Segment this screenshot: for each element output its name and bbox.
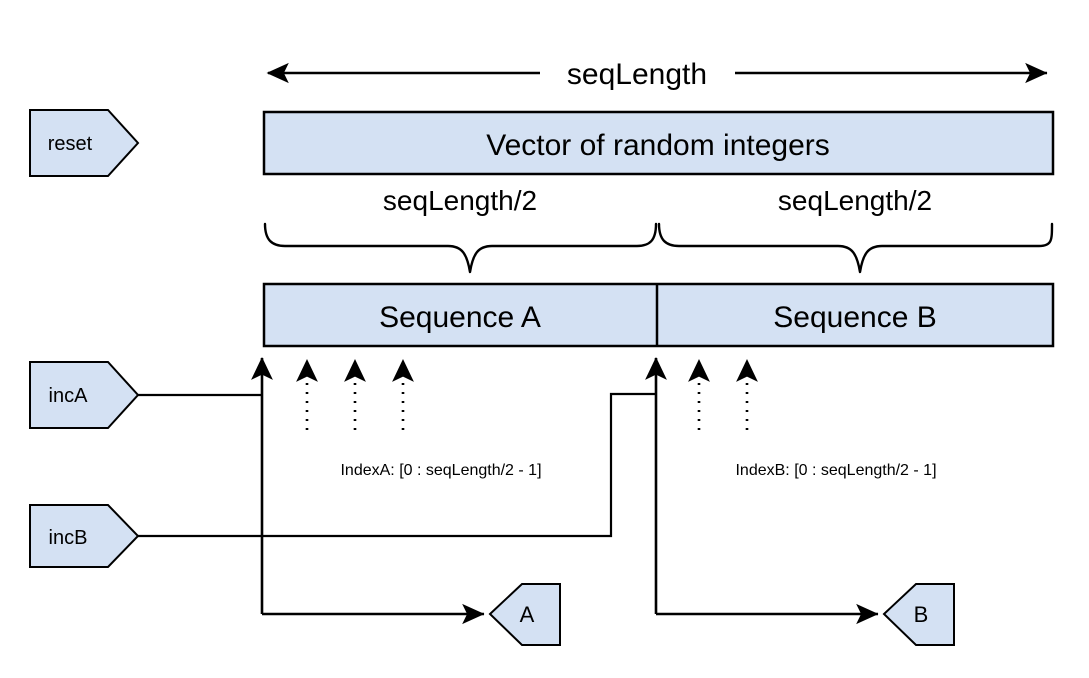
indexb-range-label: IndexB: [0 : seqLength/2 - 1] [735,462,936,479]
seqlength-label: seqLength [567,58,707,91]
port-output-a-shape[interactable] [488,583,561,646]
vector-bar [262,110,1055,176]
incb-connector-line [138,392,656,538]
port-reset-shape[interactable] [29,109,140,177]
indexa-range-label: IndexA: [0 : seqLength/2 - 1] [340,462,541,479]
port-incb-label: incB [49,527,88,549]
indexa-tick-group [296,358,414,430]
port-incb-shape[interactable] [29,504,140,568]
port-output-b-label: B [914,602,929,627]
sequence-b-label: Sequence B [773,301,936,334]
sequence-bars-container [262,282,1055,348]
sequence-a-label: Sequence A [379,301,541,334]
port-reset-label: reset [48,133,93,155]
port-inca-label: incA [49,385,89,407]
port-inca-shape[interactable] [29,361,140,429]
indexb-tick-group [688,358,758,430]
port-incb[interactable]: incB [29,504,140,568]
port-inca[interactable]: incA [29,361,140,429]
brace-right [657,222,1054,274]
seqlength-half-right-label: seqLength/2 [778,185,932,216]
port-output-a[interactable]: A [488,583,561,646]
port-reset[interactable]: reset [29,109,140,177]
port-output-a-label: A [520,602,535,627]
port-output-b[interactable]: B [882,583,955,646]
vector-bar-label: Vector of random integers [486,129,830,162]
port-output-b-shape[interactable] [882,583,955,646]
brace-left [263,222,658,274]
seqlength-half-left-label: seqLength/2 [383,185,537,216]
